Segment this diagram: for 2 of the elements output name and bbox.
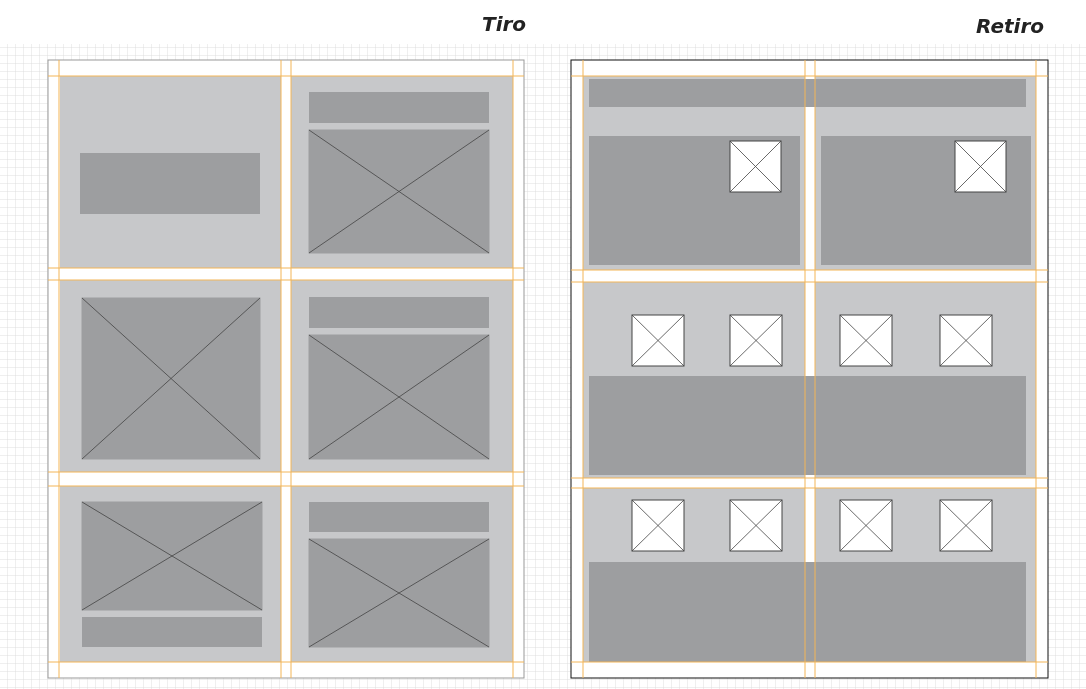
page-title: Tiro — [482, 12, 527, 36]
page-title: Retiro — [976, 14, 1044, 38]
